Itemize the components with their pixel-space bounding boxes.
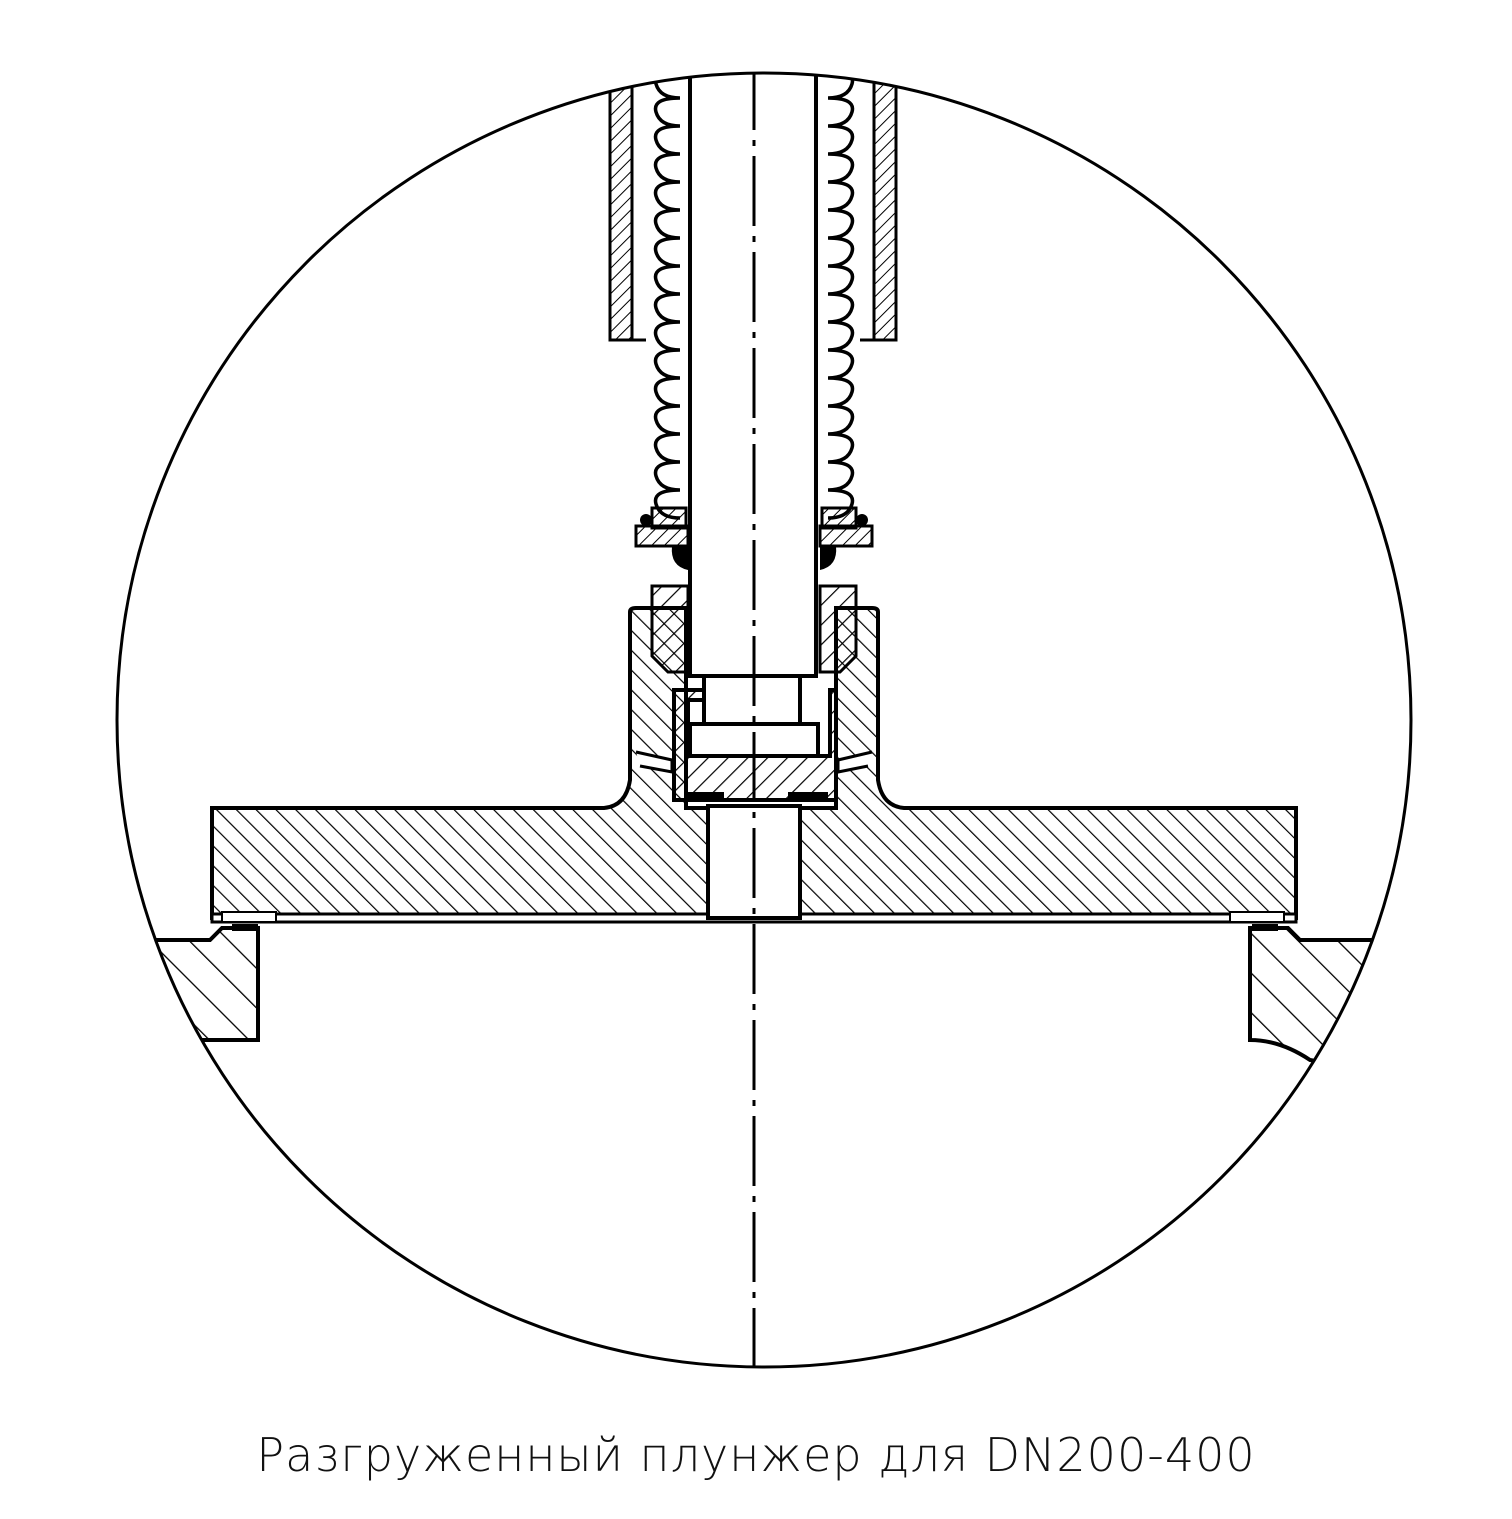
plunger-cross-section-drawing <box>115 71 1413 1369</box>
bellows <box>653 73 855 520</box>
guide-bushing <box>650 584 858 674</box>
seat-ring-right <box>1248 926 1411 1083</box>
detail-circle-boundary <box>115 71 1413 1369</box>
drawing-content <box>117 73 1411 1367</box>
figure-caption: Разгруженный плунжер для DN200-400 <box>256 1428 1256 1482</box>
hub-seals <box>684 792 828 799</box>
guide-sleeve <box>608 73 898 342</box>
hub-vent-lines <box>635 750 873 774</box>
seat-ring-left <box>117 926 260 1042</box>
seat-seals <box>232 924 1278 931</box>
